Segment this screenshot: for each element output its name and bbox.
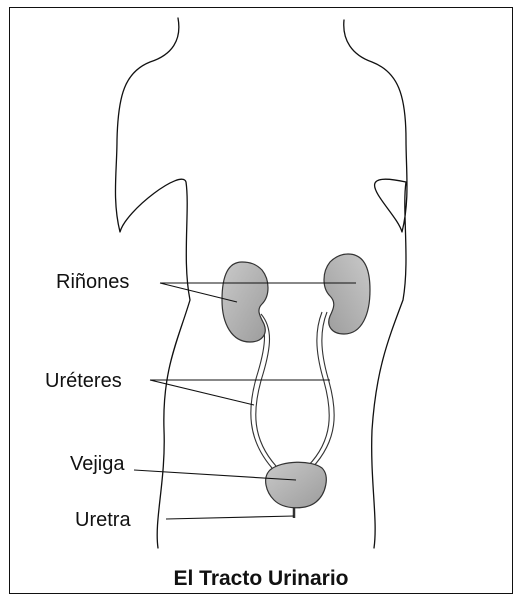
figure-caption: El Tracto Urinario [0,568,522,589]
label-urethra: Uretra [75,510,131,530]
leader-urethra [166,516,294,519]
label-kidneys: Riñones [56,272,129,292]
left-kidney [222,262,268,342]
right-kidney [324,254,370,334]
label-ureters: Uréteres [45,371,122,391]
bladder [266,462,327,508]
label-bladder: Vejiga [70,454,125,474]
